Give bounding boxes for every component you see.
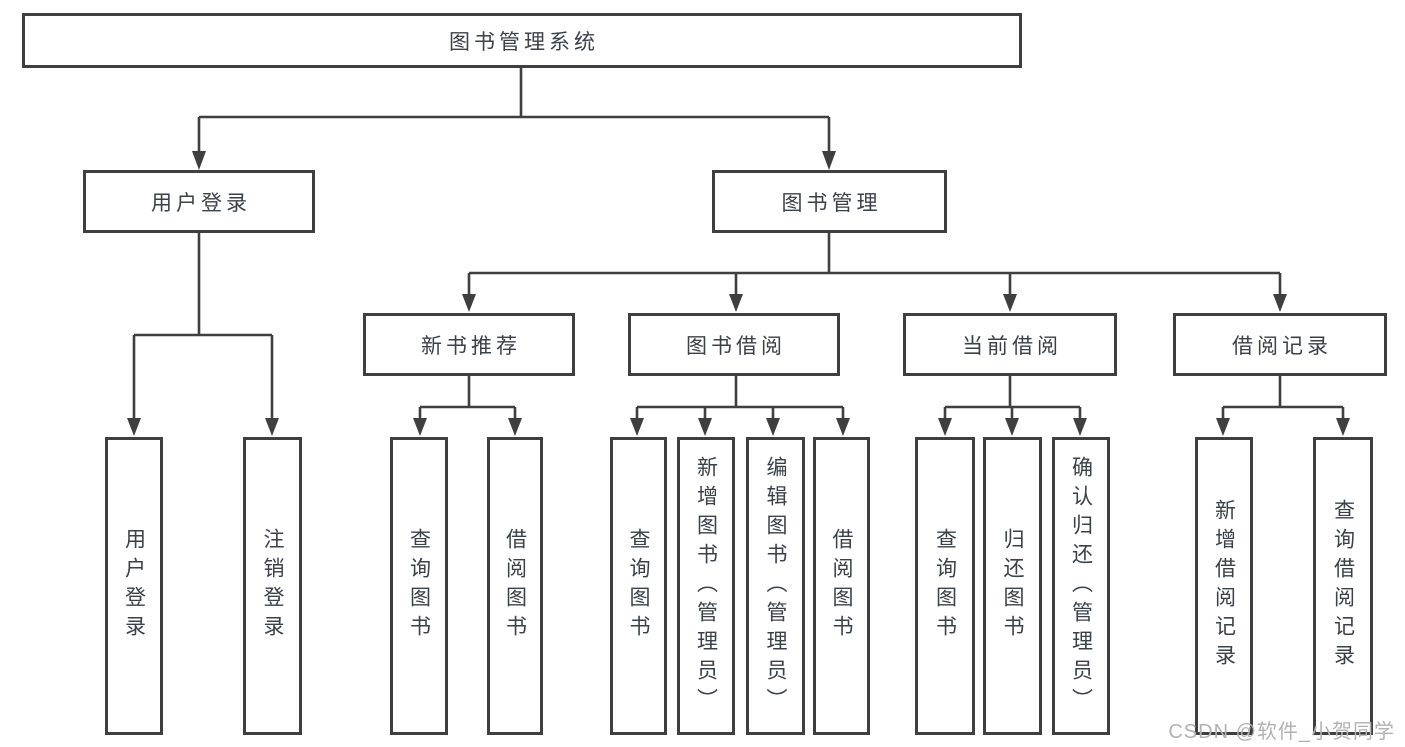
node-leaf-query-books-current: 查询图书 — [915, 437, 975, 735]
node-borrow-records: 借阅记录 — [1173, 313, 1387, 376]
node-leaf-borrow-books-recommend: 借阅图书 — [487, 437, 543, 735]
node-leaf-query-borrow-record: 查询借阅记录 — [1313, 437, 1373, 735]
node-leaf-confirm-return-admin: 确认归还（管理员） — [1052, 437, 1110, 735]
node-leaf-edit-book-admin: 编辑图书（管理员） — [746, 437, 805, 735]
node-current-borrow: 当前借阅 — [903, 313, 1117, 376]
node-root: 图书管理系统 — [22, 13, 1022, 68]
node-leaf-add-borrow-record: 新增借阅记录 — [1195, 437, 1253, 735]
node-leaf-query-books-borrow: 查询图书 — [610, 437, 667, 735]
node-leaf-add-book-admin: 新增图书（管理员） — [677, 437, 735, 735]
node-user-login: 用户登录 — [83, 170, 315, 233]
node-book-borrow: 图书借阅 — [628, 313, 840, 376]
node-leaf-borrow-books: 借阅图书 — [813, 437, 870, 735]
node-leaf-logout: 注销登录 — [243, 437, 302, 735]
node-leaf-return-book: 归还图书 — [983, 437, 1042, 735]
csdn-watermark: CSDN @软件_小贺同学 — [1168, 721, 1395, 743]
node-new-book-recommend: 新书推荐 — [363, 313, 575, 376]
node-leaf-query-books-recommend: 查询图书 — [390, 437, 448, 735]
node-leaf-user-login: 用户登录 — [105, 437, 163, 735]
node-book-management: 图书管理 — [712, 170, 947, 233]
